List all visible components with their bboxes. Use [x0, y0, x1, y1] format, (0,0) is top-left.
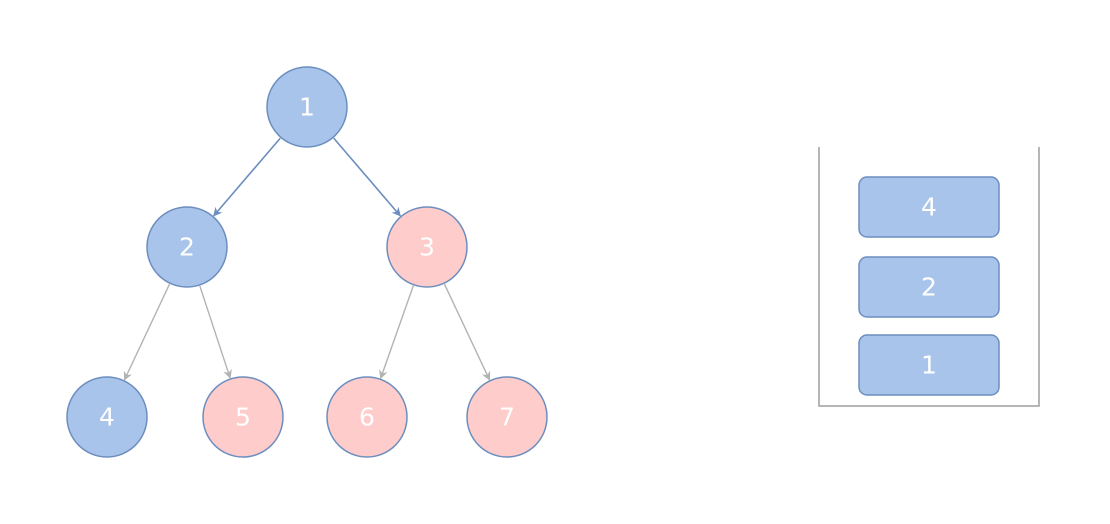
tree-edge-3-6: [379, 285, 415, 380]
stack-item-label: 4: [921, 193, 937, 222]
tree-node-circle: [326, 376, 408, 458]
tree-node-circle: [202, 376, 284, 458]
tree-edges: [123, 137, 491, 381]
tree-edge-2-5: [199, 285, 232, 379]
tree-node-circle: [266, 66, 348, 148]
tree-node-label: 7: [499, 403, 515, 432]
stack: 4 2 1: [818, 147, 1040, 407]
tree-nodes: 1 2 3 4 5 6 7: [66, 66, 548, 458]
stack-item: 2: [858, 256, 1000, 318]
tree-edge-1-3: [333, 137, 401, 217]
tree-node-label: 3: [419, 233, 435, 262]
tree-node-label: 6: [359, 403, 375, 432]
tree-node-label: 5: [235, 403, 251, 432]
tree-node-5: 5: [202, 376, 284, 458]
tree-node-6: 6: [326, 376, 408, 458]
tree-node-circle: [66, 376, 148, 458]
tree-node-7: 7: [466, 376, 548, 458]
tree-node-2: 2: [146, 206, 228, 288]
tree-node-4: 4: [66, 376, 148, 458]
stack-item: 1: [858, 334, 1000, 396]
stack-item-label: 1: [921, 351, 937, 380]
tree-edge-3-7: [443, 283, 491, 381]
tree-node-label: 1: [299, 93, 315, 122]
tree-edge-1-2: [213, 137, 281, 217]
tree-node-label: 2: [179, 233, 195, 262]
tree-node-circle: [386, 206, 468, 288]
tree-node-circle: [146, 206, 228, 288]
stack-container: [818, 147, 1040, 407]
tree-edge-2-4: [123, 283, 171, 381]
tree-node-3: 3: [386, 206, 468, 288]
tree-node-label: 4: [99, 403, 115, 432]
tree-node-circle: [466, 376, 548, 458]
stack-item-label: 2: [921, 273, 937, 302]
stack-item: 4: [858, 176, 1000, 238]
tree-node-1: 1: [266, 66, 348, 148]
